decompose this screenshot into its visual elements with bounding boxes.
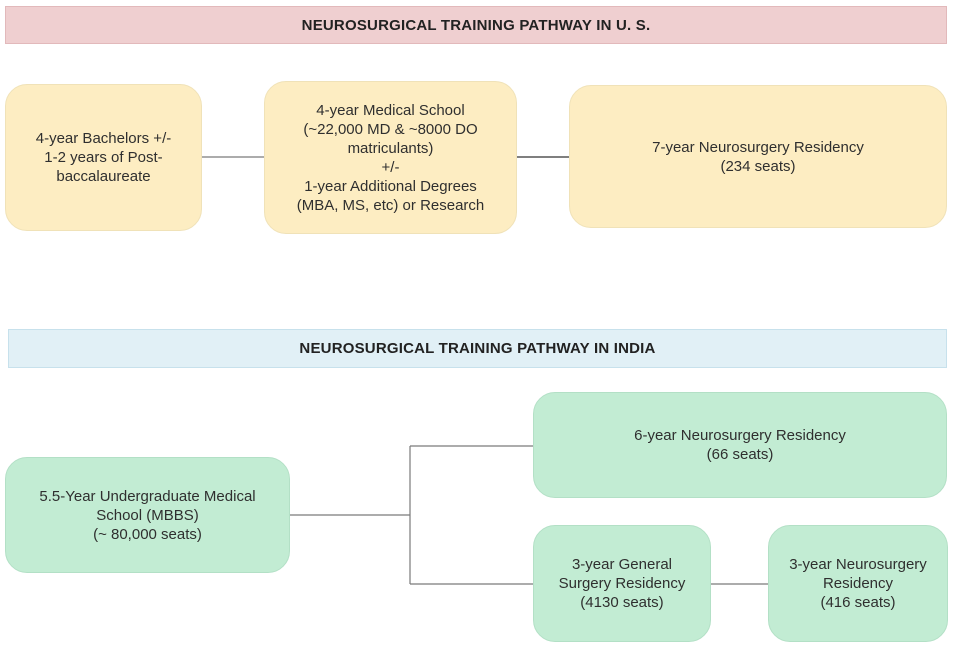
us-pathway-title-text: NEUROSURGICAL TRAINING PATHWAY IN U. S. xyxy=(301,16,651,34)
us-medical-school-text: 4-year Medical School (~22,000 MD & ~800… xyxy=(296,101,485,214)
india-mbbs-text: 5.5-Year Undergraduate Medical School (M… xyxy=(39,487,256,543)
india-3yr-residency-box: 3-year Neurosurgery Residency (416 seats… xyxy=(768,525,948,642)
india-3yr-residency-text: 3-year Neurosurgery Residency (416 seats… xyxy=(789,556,927,611)
us-bachelors-text: 4-year Bachelors +/- 1-2 years of Post- … xyxy=(35,130,172,185)
us-medical-school-box: 4-year Medical School (~22,000 MD & ~800… xyxy=(264,81,517,234)
india-6yr-residency-box: 6-year Neurosurgery Residency (66 seats) xyxy=(533,392,947,498)
india-6yr-residency-text: 6-year Neurosurgery Residency (66 seats) xyxy=(634,427,846,463)
india-pathway-title: NEUROSURGICAL TRAINING PATHWAY IN INDIA xyxy=(8,329,947,368)
us-residency-box: 7-year Neurosurgery Residency (234 seats… xyxy=(569,85,947,228)
us-residency-text: 7-year Neurosurgery Residency (234 seats… xyxy=(652,138,864,175)
us-bachelors-box: 4-year Bachelors +/- 1-2 years of Post- … xyxy=(5,84,202,231)
india-general-surgery-box: 3-year General Surgery Residency (4130 s… xyxy=(533,525,711,642)
india-mbbs-box: 5.5-Year Undergraduate Medical School (M… xyxy=(5,457,290,573)
india-general-surgery-text: 3-year General Surgery Residency (4130 s… xyxy=(558,556,686,611)
india-pathway-title-text: NEUROSURGICAL TRAINING PATHWAY IN INDIA xyxy=(299,340,656,357)
us-pathway-title: NEUROSURGICAL TRAINING PATHWAY IN U. S. xyxy=(5,6,947,44)
